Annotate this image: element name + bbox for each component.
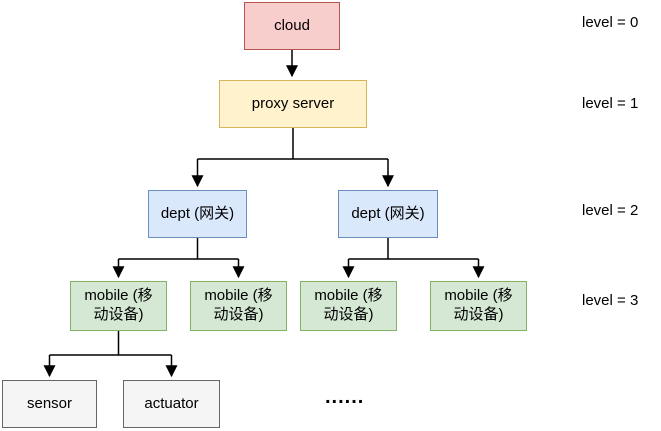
connector-dept1-split (118, 238, 239, 260)
connector-mobile1-split (49, 331, 172, 356)
node-mobile-2[interactable]: mobile (移动设备) (190, 281, 287, 331)
node-mobile-1[interactable]: mobile (移动设备) (70, 281, 167, 331)
node-proxy-server[interactable]: proxy server (219, 80, 367, 128)
node-sensor[interactable]: sensor (2, 380, 97, 428)
level-0-label: level = 0 (582, 14, 639, 31)
node-cloud[interactable]: cloud (244, 2, 340, 50)
connector-proxy-split (197, 128, 388, 160)
level-3-label: level = 3 (582, 292, 639, 309)
node-actuator[interactable]: actuator (123, 380, 220, 428)
node-mobile-4[interactable]: mobile (移动设备) (430, 281, 527, 331)
node-dept-1[interactable]: dept (网关) (148, 190, 247, 238)
level-1-label: level = 1 (582, 95, 639, 112)
level-2-label: level = 2 (582, 202, 639, 219)
node-dept-2[interactable]: dept (网关) (338, 190, 438, 238)
continuation-ellipsis: ...... (325, 386, 365, 408)
node-mobile-3[interactable]: mobile (移动设备) (300, 281, 397, 331)
connector-dept2-split (348, 238, 479, 260)
